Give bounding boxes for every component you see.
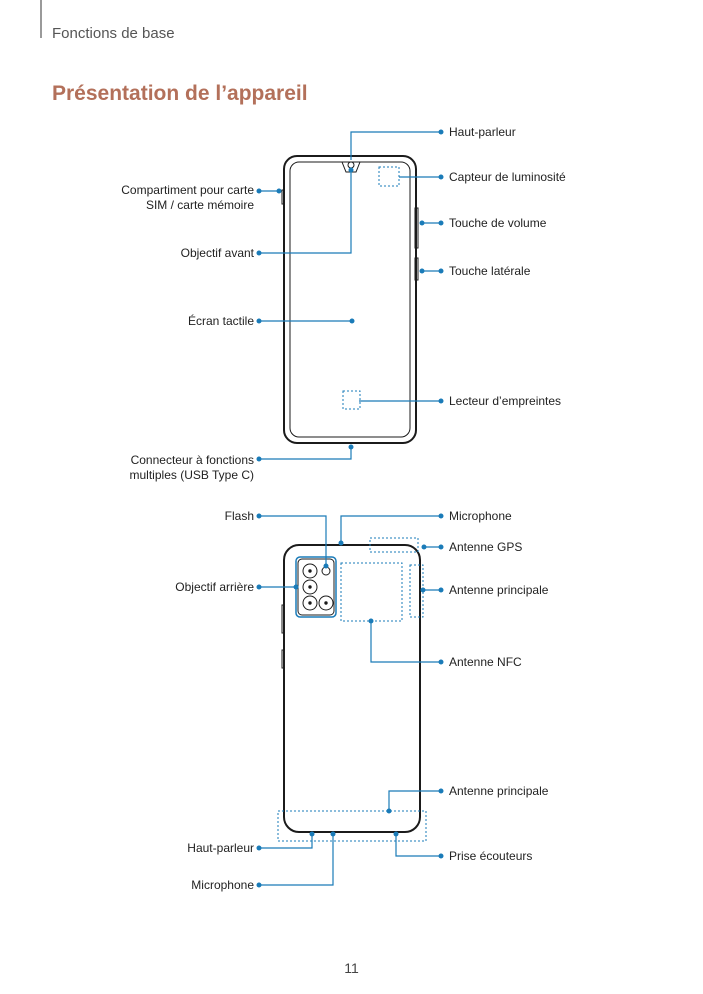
label-capteur-luminosite: Capteur de luminosité bbox=[449, 170, 566, 184]
rear-camera-module bbox=[295, 556, 337, 618]
header-divider bbox=[40, 0, 42, 38]
label-ecran-tactile: Écran tactile bbox=[187, 314, 254, 328]
label-antenne-principale-bottom: Antenne principale bbox=[449, 784, 549, 798]
label-objectif-avant: Objectif avant bbox=[180, 246, 254, 260]
fingerprint-area bbox=[342, 390, 361, 410]
label-antenne-gps: Antenne GPS bbox=[449, 540, 523, 554]
label-prise-ecouteurs: Prise écouteurs bbox=[449, 849, 533, 863]
page-number: 11 bbox=[344, 960, 359, 976]
label-lecteur-empreintes: Lecteur d’empreintes bbox=[449, 394, 562, 408]
label-touche-volume: Touche de volume bbox=[449, 216, 547, 230]
back-phone bbox=[281, 544, 421, 833]
label-connecteur-usb: Connecteur à fonctions multiples (USB Ty… bbox=[129, 453, 254, 482]
front-phone bbox=[281, 155, 419, 444]
label-antenne-nfc: Antenne NFC bbox=[449, 655, 522, 669]
page-title: Présentation de l’appareil bbox=[52, 82, 308, 105]
label-microphone-bottom: Microphone bbox=[191, 878, 254, 892]
section-heading: Fonctions de base bbox=[52, 25, 175, 42]
label-haut-parleur-front: Haut-parleur bbox=[449, 125, 516, 139]
label-antenne-principale-top: Antenne principale bbox=[449, 583, 549, 597]
label-microphone-top: Microphone bbox=[449, 509, 512, 523]
light-sensor-area bbox=[378, 166, 400, 187]
label-objectif-arriere: Objectif arrière bbox=[175, 580, 254, 594]
label-compartiment-sim: Compartiment pour carte SIM / carte mémo… bbox=[121, 183, 254, 212]
label-haut-parleur-back: Haut-parleur bbox=[187, 841, 254, 855]
label-flash: Flash bbox=[224, 509, 254, 523]
label-touche-laterale: Touche latérale bbox=[449, 264, 531, 278]
